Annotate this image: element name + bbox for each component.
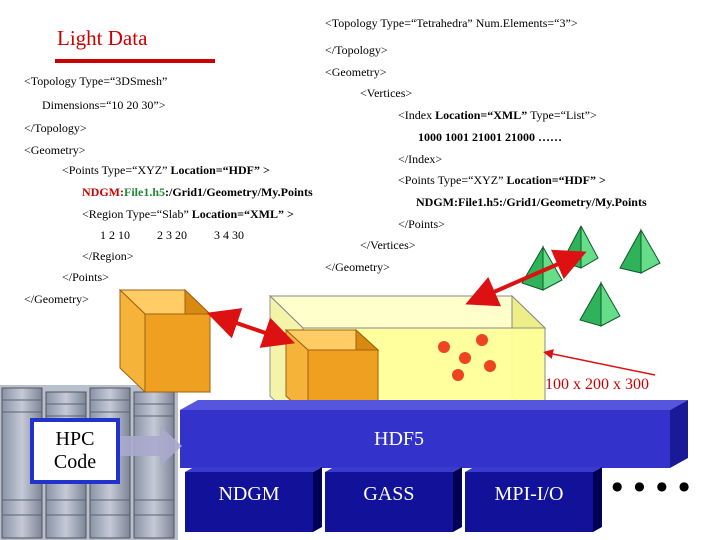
left-xml-points-close: </Points> (62, 270, 109, 284)
right-points-path-text: NDGM:File1.h5:/Grid1/Geometry/My.Points (416, 195, 647, 209)
hpc-code-box: HPC Code (30, 418, 120, 484)
left-xml-region-open: <Region Type=“Slab” Location=“XML” > (82, 207, 294, 221)
hdf5-bar-shape (180, 400, 688, 468)
left-points-type: <Points Type=“XYZ” (62, 163, 168, 177)
right-xml-points-path: NDGM:File1.h5:/Grid1/Geometry/My.Points (416, 195, 647, 209)
right-xml-index-values: 1000 1001 21001 21000 …… (418, 130, 562, 144)
orange-cube (284, 328, 380, 418)
left-region-value-3: 3 4 30 (214, 228, 244, 242)
dimension-arrow (543, 349, 656, 376)
left-xml-ndgm-path: NDGM:File1.h5:/Grid1/Geometry/My.Points (82, 185, 313, 199)
right-index-tag: <Index (398, 108, 433, 122)
right-xml-topology-open: <Topology Type=“Tetrahedra” Num.Elements… (325, 16, 578, 30)
left-xml-topology-open: <Topology Type=“3DSmesh” (24, 74, 168, 88)
right-xml-vertices-open: <Vertices> (360, 86, 413, 100)
hdf5-label: HDF5 (374, 428, 425, 450)
hpc-label: HPC (55, 428, 95, 450)
left-region-value-2: 2 3 20 (157, 228, 187, 242)
left-double-arrow (206, 308, 296, 348)
red-spheres (438, 334, 496, 381)
module-mpi-io: MPI-I/O (494, 483, 564, 505)
right-points-location: Location=“HDF” > (506, 173, 606, 187)
hpc-to-hdf5-arrow (120, 426, 182, 466)
left-ndgm-prefix: NDGM: (82, 185, 124, 199)
left-xml-geometry-close: </Geometry> (24, 292, 89, 306)
dimensions-label: 100 x 200 x 300 (545, 376, 649, 393)
left-ndgm-file: File1.h5 (124, 185, 165, 199)
right-index-location: Location=“XML” (435, 108, 528, 122)
hpc-rack-image (0, 385, 178, 540)
right-xml-points-open: <Points Type=“XYZ” Location=“HDF” > (398, 173, 606, 187)
left-points-location: Location=“HDF” > (170, 163, 270, 177)
right-xml-index-close: </Index> (398, 152, 443, 166)
left-region-location: Location=“XML” > (191, 207, 294, 221)
right-xml-topology-close: </Topology> (325, 43, 388, 57)
ellipsis-dots: ● ● ● ● (612, 479, 694, 493)
left-region-type: <Region Type=“Slab” (82, 207, 189, 221)
module-ndgm: NDGM (218, 483, 280, 505)
right-xml-points-close: </Points> (398, 217, 445, 231)
left-xml-geometry-open: <Geometry> (24, 143, 86, 157)
module-gass: GASS (363, 483, 415, 505)
left-xml-topology-close: </Topology> (24, 121, 87, 135)
left-xml-points-open: <Points Type=“XYZ” Location=“HDF” > (62, 163, 270, 177)
code-label: Code (53, 451, 97, 473)
right-xml-geometry-open: <Geometry> (325, 65, 387, 79)
left-region-value-1: 1 2 10 (100, 228, 130, 242)
right-points-type: <Points Type=“XYZ” (398, 173, 504, 187)
left-xml-dimensions: Dimensions=“10 20 30”> (42, 98, 166, 112)
right-xml-geometry-close: </Geometry> (325, 260, 390, 274)
right-double-arrow (465, 249, 587, 307)
right-index-type: Type=“List”> (530, 108, 597, 122)
left-ndgm-rest: :/Grid1/Geometry/My.Points (165, 185, 313, 199)
right-index-values-text: 1000 1001 21001 21000 …… (418, 130, 562, 144)
page-title: Light Data (57, 26, 148, 50)
left-xml-region-close: </Region> (82, 249, 134, 263)
orange-cube-large (118, 288, 212, 394)
right-xml-vertices-close: </Vertices> (360, 238, 416, 252)
right-xml-index-open: <Index Location=“XML” Type=“List”> (398, 108, 597, 122)
module-boxes-shape (185, 467, 602, 532)
green-tetrahedra (521, 225, 661, 327)
